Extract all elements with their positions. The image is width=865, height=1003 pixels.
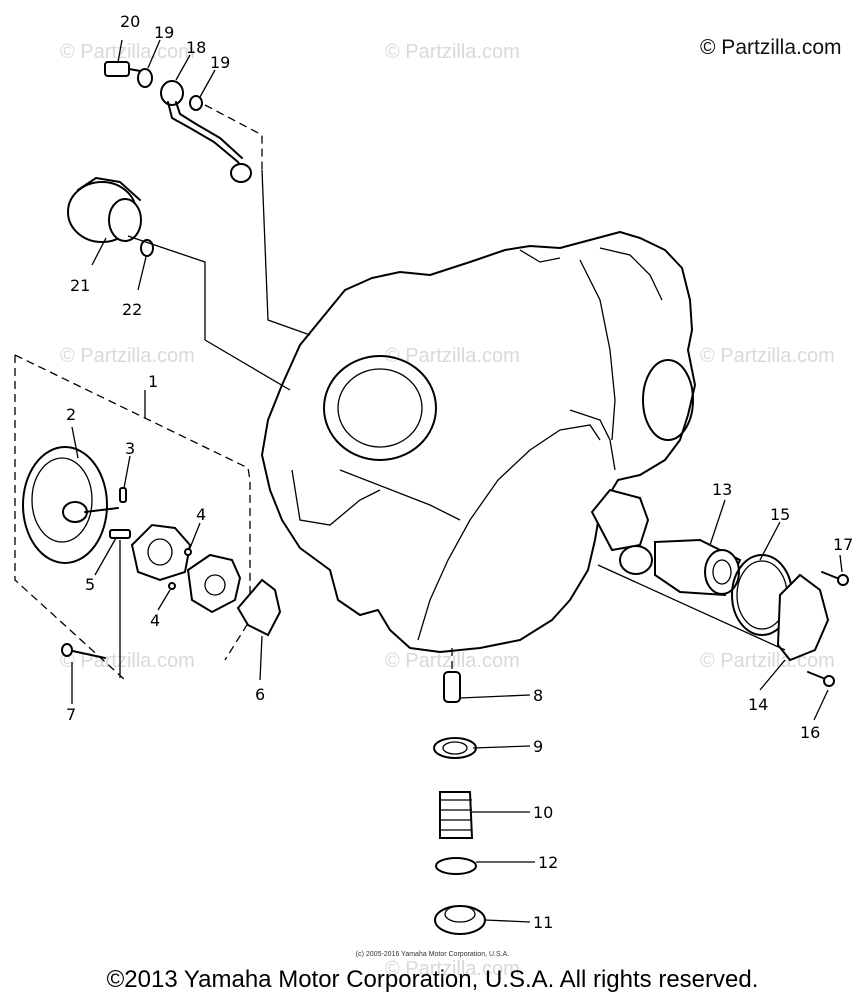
callout-15: 15: [770, 505, 790, 524]
watermark-text: © Partzilla.com: [60, 345, 195, 367]
callout-20: 20: [120, 12, 140, 31]
callout-4: 4: [150, 611, 160, 630]
watermarks: © Partzilla.com © Partzilla.com © Partzi…: [60, 41, 835, 980]
callout-16: 16: [800, 723, 820, 742]
callout-6: 6: [255, 685, 265, 704]
watermark-text: © Partzilla.com: [60, 41, 195, 63]
oil-strainer-drawing: [433, 648, 486, 935]
oil-filter-drawing: [590, 488, 849, 687]
oil-pump-drawing: [14, 354, 282, 681]
callout-5: 5: [85, 575, 95, 594]
watermark-text: © Partzilla.com: [385, 958, 520, 980]
callout-22: 22: [122, 300, 142, 319]
callout-7: 7: [66, 705, 76, 724]
corner-watermark: © Partzilla.com: [700, 36, 842, 59]
leader-lines: [71, 39, 843, 923]
callout-1: 1: [148, 372, 158, 391]
callout-3: 3: [125, 439, 135, 458]
watermark-text: © Partzilla.com: [700, 345, 835, 367]
callout-2: 2: [66, 405, 76, 424]
watermark-text: © Partzilla.com: [700, 650, 835, 672]
callout-18: 18: [186, 38, 206, 57]
crankcase-drawing: [261, 231, 696, 653]
callout-labels: 20 19 18 19 21 22 1 2 3 4 5 4 6 7 8 9 10…: [66, 12, 853, 932]
callout-19: 19: [210, 53, 230, 72]
callout-19: 19: [154, 23, 174, 42]
callout-10: 10: [533, 803, 553, 822]
footer-copyright: ©2013 Yamaha Motor Corporation, U.S.A. A…: [106, 966, 759, 993]
callout-12: 12: [538, 853, 558, 872]
callout-13: 13: [712, 480, 732, 499]
oil-pipe-drawing: [104, 61, 311, 336]
watermark-text: © Partzilla.com: [385, 41, 520, 63]
callout-9: 9: [533, 737, 543, 756]
callout-17: 17: [833, 535, 853, 554]
oil-pump-drive-gear-drawing: [67, 177, 291, 391]
callout-11: 11: [533, 913, 553, 932]
callout-4: 4: [196, 505, 206, 524]
callout-21: 21: [70, 276, 90, 295]
small-copyright: (c) 2005-2016 Yamaha Motor Corporation, …: [355, 951, 510, 958]
callout-14: 14: [748, 695, 768, 714]
callout-8: 8: [533, 686, 543, 705]
watermark-text: © Partzilla.com: [385, 345, 520, 367]
